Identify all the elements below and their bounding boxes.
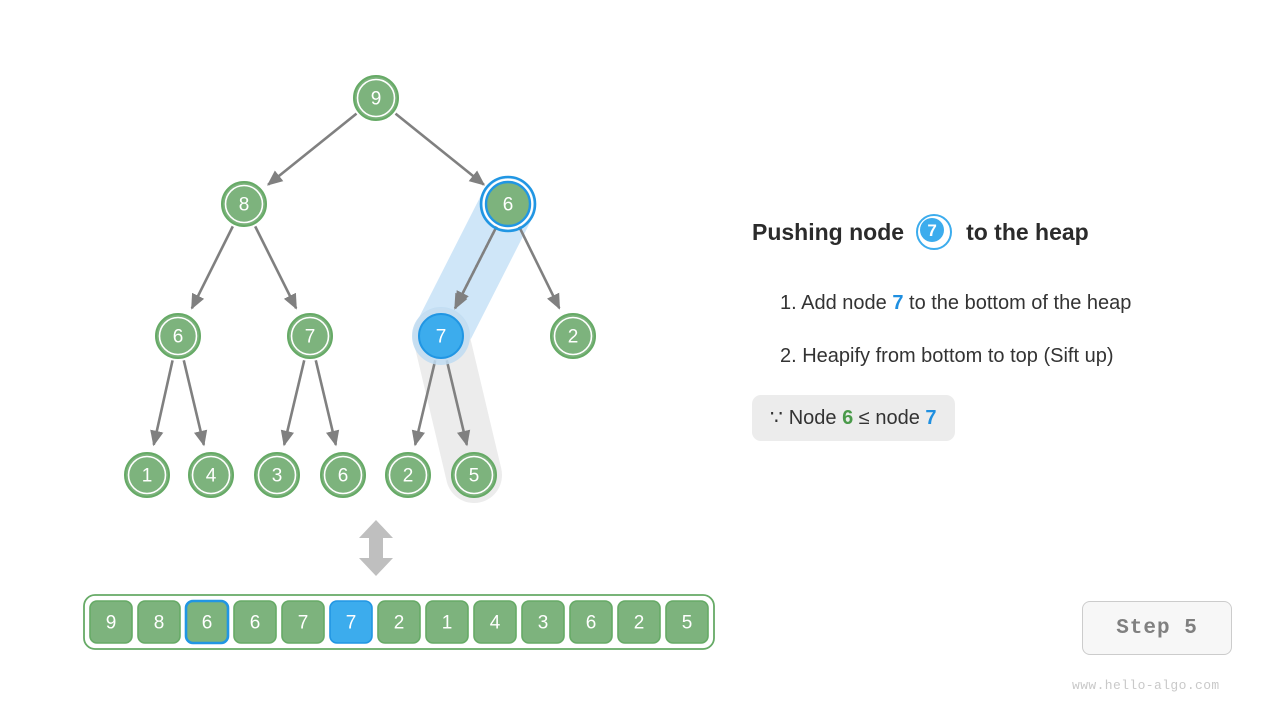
tree-edge-n2-n6 (517, 225, 561, 310)
heap-array-container (83, 594, 715, 650)
array-cell-4[interactable]: 7 (281, 600, 325, 644)
title-prefix: Pushing node (752, 218, 905, 245)
step-indicator: Step 5 (1082, 601, 1232, 655)
tree-nodes: 9 8 6 6 7 7 2 1 4 3 6 2 5 (124, 75, 596, 498)
tree-node-2-n11[interactable]: 2 (385, 452, 431, 498)
reason-text-1: Node (788, 407, 843, 429)
array-cell-label: 7 (298, 613, 309, 634)
array-cell-label: 5 (682, 613, 693, 634)
step-item-2: 2. Heapify from bottom to top (Sift up) (780, 345, 1113, 368)
tree-edge-n5-n12 (445, 360, 471, 447)
array-cell-label: 9 (106, 613, 117, 634)
reason-value-1: 6 (842, 407, 854, 429)
array-cell-11[interactable]: 2 (617, 600, 661, 644)
tree-node-6-n2[interactable]: 6 (479, 175, 537, 233)
tree-node-2-n6[interactable]: 2 (550, 313, 596, 359)
array-cell-7[interactable]: 1 (425, 600, 469, 644)
explanation-panel: Pushing node 7 to the heap 1. Add node 7… (752, 0, 1280, 720)
tree-node-label: 1 (142, 466, 153, 487)
heap-array-layer: 9 8 6 6 7 7 2 1 4 3 6 2 5 (83, 594, 715, 650)
reason-value-2: 7 (925, 407, 937, 429)
step-1-prefix: 1. Add node (780, 292, 893, 314)
tree-edge-n1-n3 (190, 225, 234, 310)
compare-arrow-6-to-7 (455, 225, 498, 308)
tree-node-label: 9 (371, 89, 382, 110)
step-item-1: 1. Add node 7 to the bottom of the heap (780, 292, 1131, 315)
array-cell-label: 6 (250, 613, 261, 634)
watermark: www.hello-algo.com (1072, 678, 1220, 693)
tree-edge-n0-n1 (266, 112, 358, 186)
tree-node-6-n10[interactable]: 6 (320, 452, 366, 498)
compare-arrow-layer (455, 225, 498, 308)
badge-value: 7 (920, 218, 945, 242)
page-title: Pushing node 7 to the heap (752, 214, 1089, 250)
tree-node-7-n4[interactable]: 7 (287, 313, 333, 359)
array-cell-label: 2 (394, 613, 405, 634)
tree-node-7-n5[interactable]: 7 (412, 307, 470, 365)
array-cell-0[interactable]: 9 (89, 600, 133, 644)
double-arrow-icon (359, 520, 393, 576)
title-node-badge: 7 (916, 214, 953, 250)
step-2-prefix: 2. Heapify from bottom to top (Sift up) (780, 345, 1114, 367)
tree-edge-n1-n4 (254, 225, 298, 310)
tree-node-label: 6 (503, 195, 514, 216)
tree-edge-n0-n2 (394, 112, 486, 186)
tree-edge-n3-n8 (182, 360, 208, 447)
array-cell-label: 6 (202, 613, 213, 634)
step-1-value: 7 (892, 292, 904, 314)
tree-node-3-n9[interactable]: 3 (254, 452, 300, 498)
tree-node-label: 7 (436, 327, 447, 348)
tree-node-label: 4 (206, 466, 217, 487)
array-cell-label: 6 (586, 613, 597, 634)
array-cell-label: 7 (346, 613, 357, 634)
tree-array-equivalence-icon (359, 520, 393, 576)
tree-node-label: 3 (272, 466, 283, 487)
array-cell-6[interactable]: 2 (377, 600, 421, 644)
array-cell-8[interactable]: 4 (473, 600, 517, 644)
tree-node-label: 7 (305, 327, 316, 348)
array-cell-label: 3 (538, 613, 549, 634)
tree-edges (150, 112, 561, 447)
tree-edge-n4-n9 (280, 360, 306, 447)
array-cell-3[interactable]: 6 (233, 600, 277, 644)
title-suffix: to the heap (966, 218, 1089, 245)
tree-node-8-n1[interactable]: 8 (221, 181, 267, 227)
tree-node-1-n7[interactable]: 1 (124, 452, 170, 498)
array-cell-2[interactable]: 6 (184, 599, 230, 645)
tree-node-label: 2 (403, 466, 414, 487)
array-cell-1[interactable]: 8 (137, 600, 181, 644)
because-symbol: ∵ (770, 407, 783, 429)
array-cell-10[interactable]: 6 (569, 600, 613, 644)
array-cell-5[interactable]: 7 (329, 600, 373, 644)
array-cell-12[interactable]: 5 (665, 600, 709, 644)
tree-edge-n4-n10 (314, 360, 340, 447)
tree-node-label: 2 (568, 327, 579, 348)
array-cell-label: 4 (490, 613, 501, 634)
reason-text-2: ≤ node (853, 407, 926, 429)
step-1-suffix: to the bottom of the heap (903, 292, 1132, 314)
tree-edge-n3-n7 (150, 360, 174, 447)
reason-badge: ∵Node 6 ≤ node 7 (752, 395, 955, 441)
binary-heap-tree-diagram: 9 8 6 6 7 7 2 1 4 3 6 2 5 9 8 6 6 7 7 2 1 4 3 6 2 5 (83, 75, 715, 650)
tree-node-label: 6 (338, 466, 349, 487)
tree-node-label: 6 (173, 327, 184, 348)
equivalence-icon-layer (359, 520, 393, 576)
array-cell-label: 1 (442, 613, 453, 634)
tree-edge-n5-n11 (411, 360, 437, 447)
tree-node-9-n0[interactable]: 9 (353, 75, 399, 121)
array-cell-label: 2 (634, 613, 645, 634)
tree-node-6-n3[interactable]: 6 (155, 313, 201, 359)
tree-node-5-n12[interactable]: 5 (451, 452, 497, 498)
tree-node-label: 8 (239, 195, 250, 216)
tree-node-label: 5 (469, 466, 480, 487)
array-cell-9[interactable]: 3 (521, 600, 565, 644)
tree-node-4-n8[interactable]: 4 (188, 452, 234, 498)
array-cell-label: 8 (154, 613, 165, 634)
